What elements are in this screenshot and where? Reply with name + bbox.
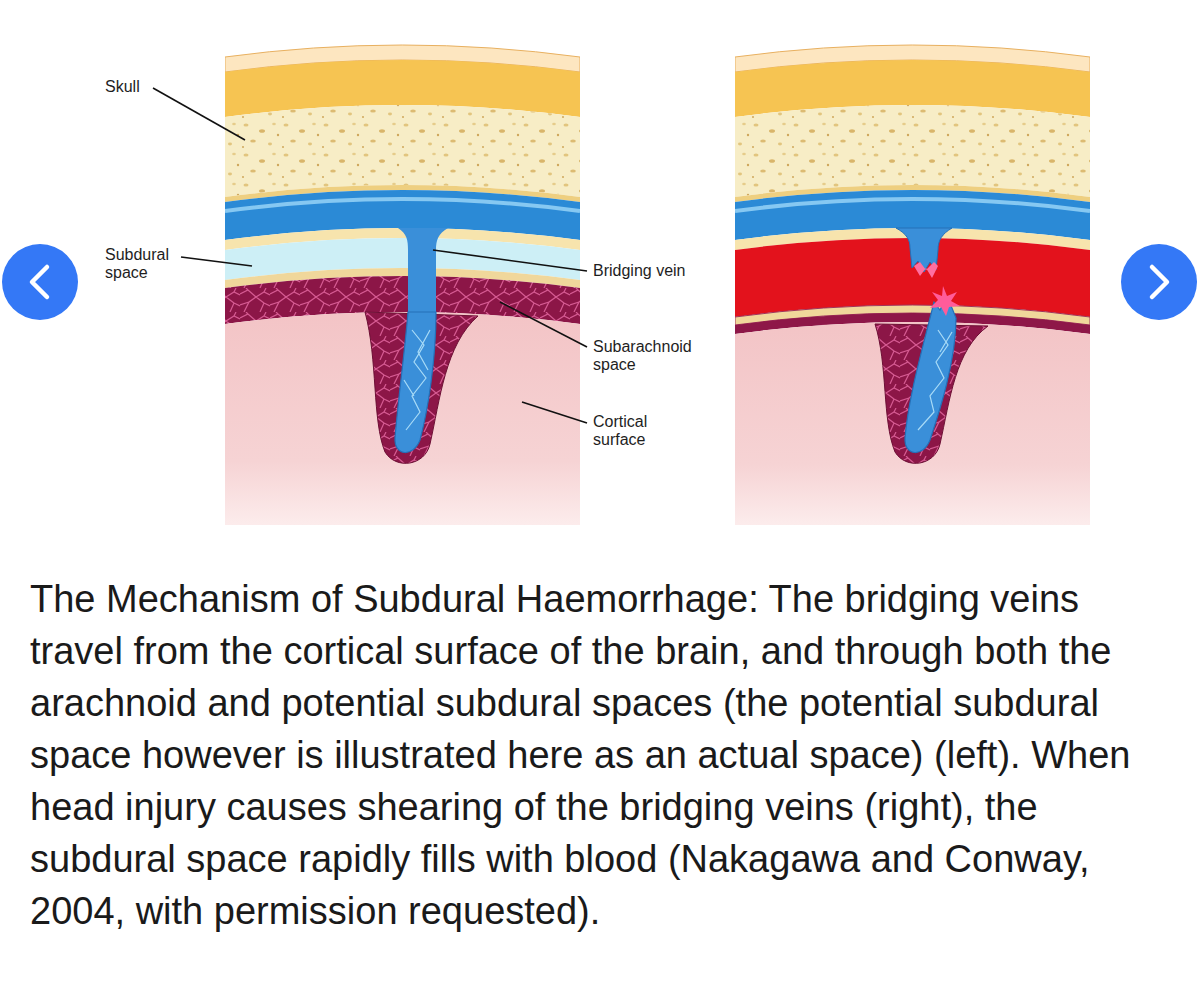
subdural-label: Subdural space [105, 246, 180, 283]
figure-caption: The Mechanism of Subdural Haemorrhage: T… [30, 573, 1180, 937]
sinus-highlight [735, 199, 1090, 211]
bleeding-point [930, 286, 960, 316]
leader-line [433, 250, 587, 271]
skull-bone [735, 105, 1090, 197]
leader-line [153, 88, 245, 140]
brain-cortex [225, 312, 580, 525]
torn-vein-lower [905, 298, 956, 453]
skull-label: Skull [105, 78, 195, 96]
intact-panel [225, 45, 580, 525]
nav-button [2, 244, 78, 320]
leader-line [522, 402, 587, 423]
leader-lines [153, 88, 587, 423]
tear-edge [914, 262, 938, 278]
nav-button [1121, 244, 1197, 320]
skull-bone [225, 105, 580, 197]
sinus-highlight [225, 199, 580, 211]
chevron-icon [32, 267, 47, 297]
sheared-panel [735, 45, 1090, 525]
sulcus [365, 312, 478, 463]
vein-texture [918, 330, 952, 430]
leader-line [500, 302, 587, 347]
subarachnoid-label: Subarachnoid space [593, 338, 703, 375]
bridging-vein [398, 228, 448, 314]
leader-line [181, 257, 252, 266]
chevron-icon [1152, 267, 1167, 297]
bridging-vein-label: Bridging vein [593, 262, 723, 280]
vein-texture [404, 330, 430, 430]
cortical-vein [395, 312, 436, 453]
cortical-label: Cortical surface [593, 413, 671, 450]
torn-vein-stub [896, 228, 952, 272]
